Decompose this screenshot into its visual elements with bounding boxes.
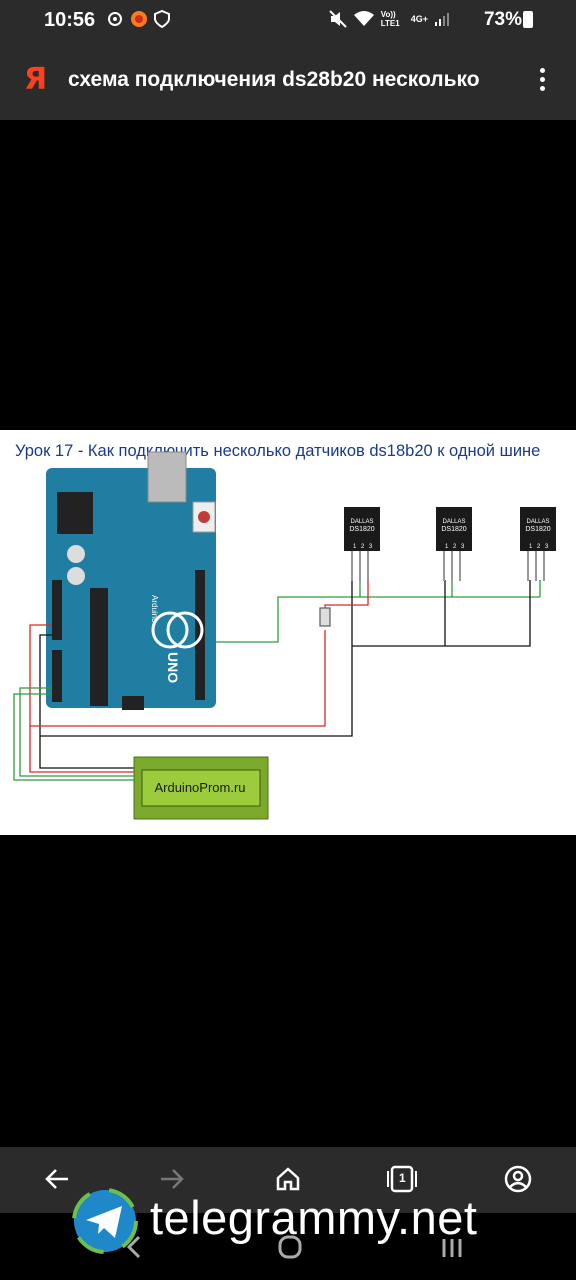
svg-text:DS1820: DS1820 — [349, 526, 374, 533]
tabs-button[interactable]: 1 — [382, 1159, 422, 1199]
watermark: telegrammy.net — [72, 1186, 562, 1256]
sensor-2: DALLAS DS1820 1 2 3 — [436, 507, 472, 581]
network-label: 4G+ — [410, 14, 428, 24]
volte-label: Vo)) LTE1 — [380, 10, 400, 28]
back-button[interactable] — [37, 1159, 77, 1199]
arrow-right-icon — [161, 1169, 184, 1189]
mute-icon — [329, 10, 347, 28]
svg-text:1: 1 — [529, 544, 533, 550]
svg-text:2: 2 — [361, 544, 365, 550]
lcd-text: ArduinoProm.ru — [154, 780, 245, 795]
profile-button[interactable] — [498, 1159, 538, 1199]
arrow-left-icon — [45, 1169, 68, 1189]
svg-text:3: 3 — [369, 544, 373, 550]
page-title[interactable]: схема подключения ds28b20 несколько — [68, 68, 480, 91]
more-vert-icon[interactable] — [536, 68, 548, 94]
search-result-image[interactable]: Урок 17 - Как подключить несколько датчи… — [0, 430, 576, 835]
nav-home-icon[interactable] — [270, 1231, 310, 1263]
svg-text:3: 3 — [545, 544, 549, 550]
signal-icon — [435, 13, 449, 26]
status-system-icons: Vo)) LTE1 4G+ — [329, 10, 450, 28]
wifi-icon — [353, 11, 374, 26]
board-label: UNO — [165, 652, 181, 683]
arduino-board: UNO Arduino — [46, 451, 216, 710]
battery-percent: 73% — [483, 9, 522, 30]
gear-icon — [108, 12, 122, 26]
tabs-icon — [387, 1165, 417, 1193]
nav-back-icon[interactable] — [115, 1231, 155, 1263]
nav-recents-icon[interactable] — [432, 1231, 472, 1263]
home-button[interactable] — [268, 1159, 308, 1199]
svg-text:1: 1 — [445, 544, 449, 550]
svg-text:DS1820: DS1820 — [441, 526, 466, 533]
firefox-icon — [131, 11, 147, 27]
status-notification-icons — [106, 10, 170, 28]
svg-text:DALLAS: DALLAS — [350, 519, 373, 525]
watermark-text: telegrammy.net — [150, 1191, 478, 1244]
svg-text:2: 2 — [453, 544, 457, 550]
telegram-globe-icon — [72, 1188, 138, 1254]
svg-text:DALLAS: DALLAS — [526, 519, 549, 525]
status-time: 10:56 — [44, 9, 96, 31]
sensor-3: DALLAS DS1820 1 2 3 — [520, 507, 556, 581]
battery-icon — [523, 11, 533, 28]
status-bar: 10:56 Vo)) LTE1 4G+ 73% — [0, 0, 576, 40]
forward-button[interactable] — [152, 1159, 192, 1199]
yandex-logo[interactable]: Я — [24, 62, 48, 97]
shield-icon — [154, 10, 170, 28]
board-sublabel: Arduino — [150, 595, 159, 623]
home-icon — [276, 1167, 300, 1191]
lcd-display: ArduinoProm.ru — [133, 756, 269, 820]
svg-text:2: 2 — [537, 544, 541, 550]
svg-text:DS1820: DS1820 — [525, 526, 550, 533]
svg-text:1: 1 — [353, 544, 357, 550]
image-caption: Урок 17 - Как подключить несколько датчи… — [15, 442, 541, 460]
wiring-diagram: UNO Arduino DALLAS DS1820 1 2 — [13, 451, 556, 820]
svg-text:DALLAS: DALLAS — [442, 519, 465, 525]
browser-app-bar — [0, 40, 576, 120]
svg-text:3: 3 — [461, 544, 465, 550]
wires — [13, 580, 541, 781]
account-icon — [504, 1165, 532, 1193]
sensor-1: DALLAS DS1820 1 2 3 — [344, 507, 380, 581]
tabs-count: 1 — [399, 1171, 406, 1185]
